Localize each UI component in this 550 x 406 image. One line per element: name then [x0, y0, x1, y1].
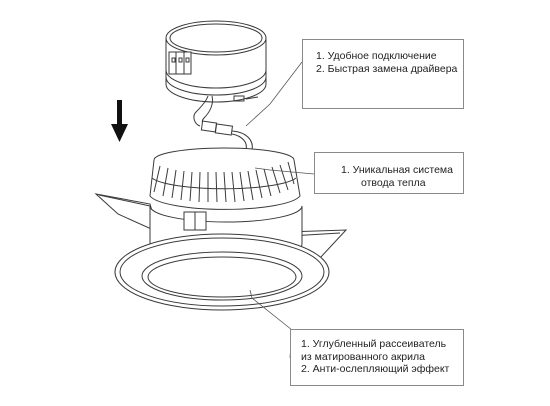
- wire-connector: [193, 95, 253, 164]
- callout-connection: 1. Удобное подключение 2. Быстрая замена…: [302, 39, 464, 109]
- down-arrow-icon: [111, 100, 128, 142]
- callout-diffuser-line-1: 1. Углубленный рассеиватель: [301, 338, 447, 350]
- callout-diffuser-line-2: из матированного акрила: [301, 350, 425, 363]
- callout-heat-line-2: отвода тепла: [361, 176, 426, 189]
- heatsink: [149, 147, 301, 210]
- callout-heat-line-1: 1. Уникальная система: [341, 164, 453, 176]
- callout-heat-dissipation: 1. Уникальная система отвода тепла: [314, 152, 464, 194]
- callout-diffuser: 1. Углубленный рассеиватель из матирован…: [290, 329, 464, 386]
- callout-connection-line-2: 2. Быстрая замена драйвера: [316, 62, 458, 75]
- driver-box: [165, 20, 267, 103]
- callout-diffuser-line-3: 2. Анти-ослепляющий эффект: [301, 363, 450, 375]
- trim-ring: [114, 233, 330, 311]
- callout-connection-line-1: 1. Удобное подключение: [316, 50, 437, 62]
